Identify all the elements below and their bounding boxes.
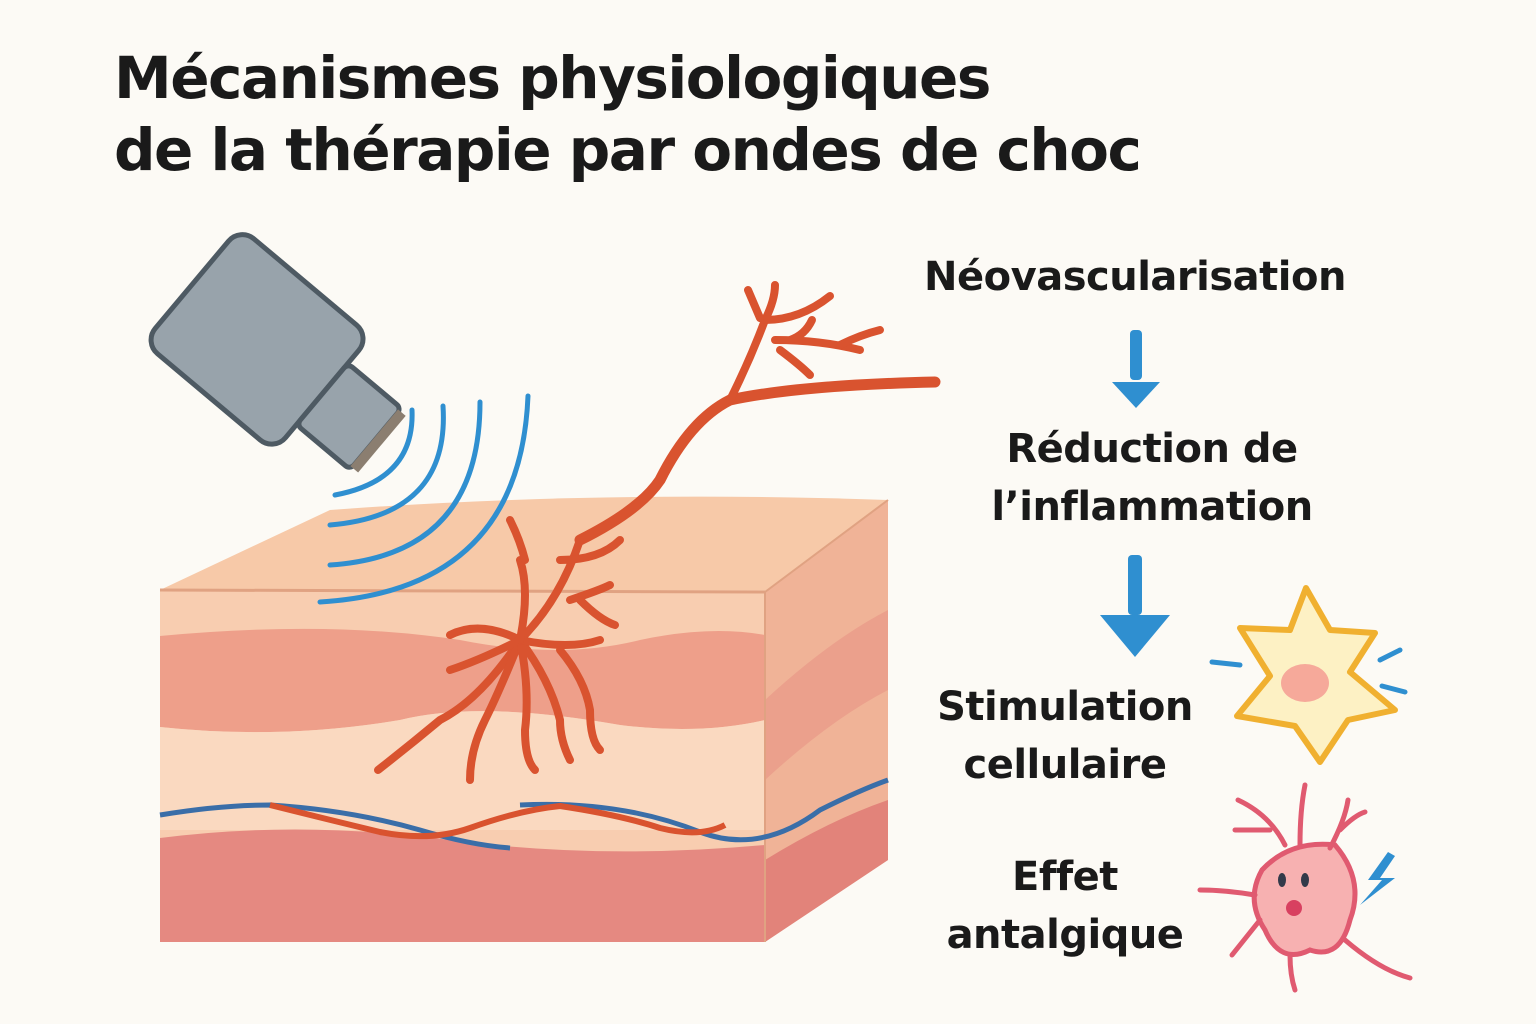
mechanism-inflammation-reduction: Réduction de l’inflammation — [991, 426, 1313, 530]
flow-arrow-2 — [1100, 555, 1170, 657]
blue-shockwave-arcs — [317, 393, 531, 605]
flow-arrow-1 — [1112, 330, 1160, 408]
neuron-with-lightning-icon — [1197, 782, 1413, 993]
diagram-title: Mécanismes physiologiques de la thérapie… — [114, 42, 1142, 186]
stimulated-cell-icon — [1209, 585, 1408, 765]
skin-tissue-block — [159, 496, 889, 942]
mechanism-neovascularisation: Néovascularisation — [924, 254, 1346, 300]
mechanism-analgesic-effect: Effet antalgique — [946, 854, 1184, 958]
title-line-2: de la thérapie par ondes de choc — [114, 116, 1142, 184]
shockwave-applicator — [148, 232, 406, 473]
branching-blood-vessels — [374, 281, 941, 784]
mechanism-cellular-stimulation: Stimulation cellulaire — [937, 684, 1193, 788]
title-line-1: Mécanismes physiologiques — [114, 44, 991, 112]
